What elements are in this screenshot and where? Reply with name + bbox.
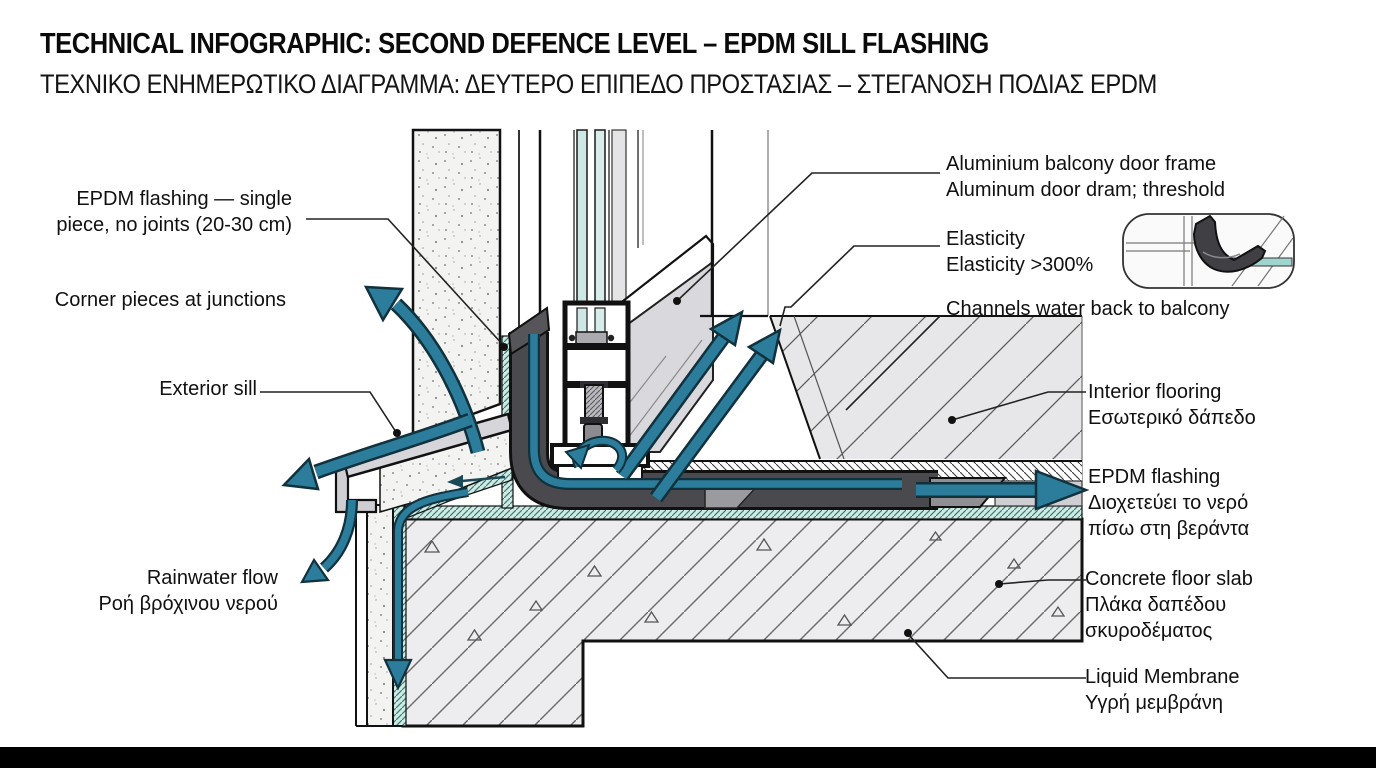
label-elasticity: Elasticity Elasticity >300% bbox=[946, 226, 1093, 278]
label-interior-flooring: Interior flooring Εσωτερικό δάπεδο bbox=[1088, 379, 1256, 431]
label-line: Διοχετεύει το νερό bbox=[1088, 492, 1249, 514]
label-epdm-flashing-left: EPDM flashing — single piece, no joints … bbox=[30, 186, 292, 238]
label-line: πίσω στη βεράντα bbox=[1088, 518, 1250, 540]
epdm-corner-inset bbox=[1122, 213, 1295, 289]
title-greek: ΤΕΧΝΙΚΟ ΕΝΗΜΕΡΩΤΙΚΟ ΔΙΑΓΡΑΜΜΑ: ΔΕΥΤΕΡΟ Ε… bbox=[40, 69, 1157, 99]
label-line: Υγρή μεμβράνη bbox=[1085, 692, 1223, 714]
label-line: Corner pieces at junctions bbox=[54, 289, 286, 311]
label-concrete-slab: Concrete floor slab Πλάκα δαπέδου σκυροδ… bbox=[1085, 566, 1253, 644]
label-line: piece, no joints (20-30 cm) bbox=[56, 214, 292, 236]
label-channels-water: Channels water back to balcony bbox=[946, 296, 1230, 322]
label-line: Exterior sill bbox=[159, 378, 257, 400]
label-line: Πλάκα δαπέδου bbox=[1085, 594, 1227, 616]
aggregate-triangles bbox=[423, 530, 1066, 641]
label-line: Concrete floor slab bbox=[1085, 568, 1253, 590]
label-line: EPDM flashing bbox=[1088, 466, 1221, 488]
title-english: TECHNICAL INFOGRAPHIC: SECOND DEFENCE LE… bbox=[40, 28, 989, 60]
leader-dots bbox=[393, 297, 1003, 637]
label-line: σκυροδέματος bbox=[1085, 620, 1213, 642]
label-line: Εσωτερικό δάπεδο bbox=[1088, 407, 1256, 429]
label-line: Interior flooring bbox=[1088, 381, 1222, 403]
double-glazing bbox=[573, 129, 644, 343]
label-rainwater-flow: Rainwater flow Ροή βρόχινου νερού bbox=[30, 565, 278, 617]
label-line: Elasticity bbox=[946, 228, 1025, 250]
leader-lines bbox=[260, 172, 1086, 679]
label-line: Aluminium balcony door frame bbox=[946, 153, 1217, 175]
bottom-bar bbox=[0, 747, 1376, 768]
water-flow-arrows bbox=[281, 285, 1090, 691]
label-door-frame: Aluminium balcony door frame Aluminum do… bbox=[946, 151, 1225, 203]
door-threshold-perspective bbox=[607, 130, 769, 453]
label-liquid-membrane: Liquid Membrane Υγρή μεμβράνη bbox=[1085, 664, 1240, 716]
label-line: Elasticity >300% bbox=[946, 254, 1094, 276]
label-line: Liquid Membrane bbox=[1085, 666, 1240, 688]
label-line: Ροή βρόχινου νερού bbox=[98, 593, 278, 615]
interior-flooring bbox=[769, 315, 1083, 641]
concrete-slab bbox=[401, 517, 1084, 728]
page-title: TECHNICAL INFOGRAPHIC: SECOND DEFENCE LE… bbox=[40, 28, 1309, 100]
label-exterior-sill: Exterior sill bbox=[30, 376, 257, 402]
label-line: Rainwater flow bbox=[146, 567, 278, 589]
label-line: EPDM flashing — single bbox=[76, 188, 292, 210]
label-line: Aluminum door dram; threshold bbox=[946, 179, 1226, 201]
label-corner-pieces: Corner pieces at junctions bbox=[30, 287, 286, 313]
label-epdm-flashing-right: EPDM flashing Διοχετεύει το νερό πίσω στ… bbox=[1088, 464, 1249, 542]
label-line: Channels water back to balcony bbox=[946, 298, 1230, 320]
